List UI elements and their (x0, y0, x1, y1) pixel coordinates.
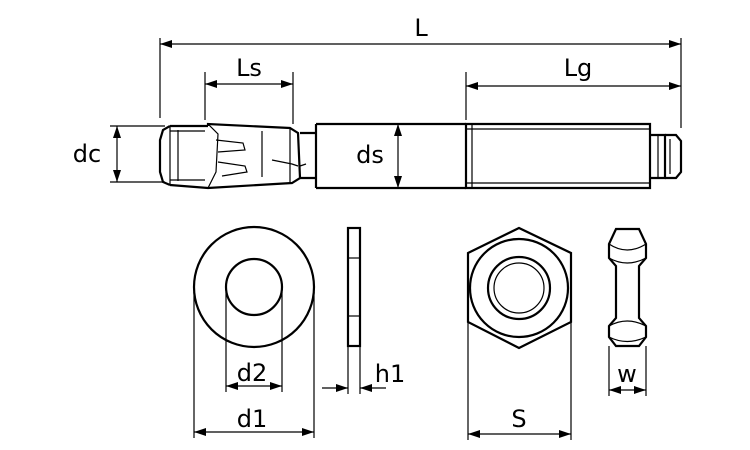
dimension-L: L (159, 14, 682, 128)
dimension-Lg: Lg (465, 54, 681, 120)
label-w: w (617, 360, 637, 388)
label-Ls: Ls (236, 54, 262, 82)
label-h1: h1 (375, 360, 405, 388)
washer-front-view (192, 225, 316, 349)
dimension-ds: ds (356, 124, 402, 188)
washer-side-view (346, 226, 362, 348)
label-ds: ds (356, 141, 384, 169)
dimension-dc: dc (73, 125, 165, 183)
dimension-d2: d2 (225, 292, 283, 392)
label-Lg: Lg (564, 54, 593, 82)
label-L: L (414, 14, 428, 42)
label-d2: d2 (237, 359, 268, 387)
dimension-Ls: Ls (204, 54, 294, 124)
nut-front-view (466, 226, 573, 350)
dimension-S: S (467, 322, 572, 440)
dimension-d1: d1 (193, 292, 315, 438)
label-d1: d1 (237, 405, 268, 433)
label-dc: dc (73, 140, 101, 168)
nut-side-view (607, 227, 648, 348)
dimension-w: w (608, 346, 647, 396)
dimension-h1: h1 (322, 346, 405, 394)
anchor-bolt-side-view (158, 122, 683, 190)
label-S: S (511, 405, 526, 433)
